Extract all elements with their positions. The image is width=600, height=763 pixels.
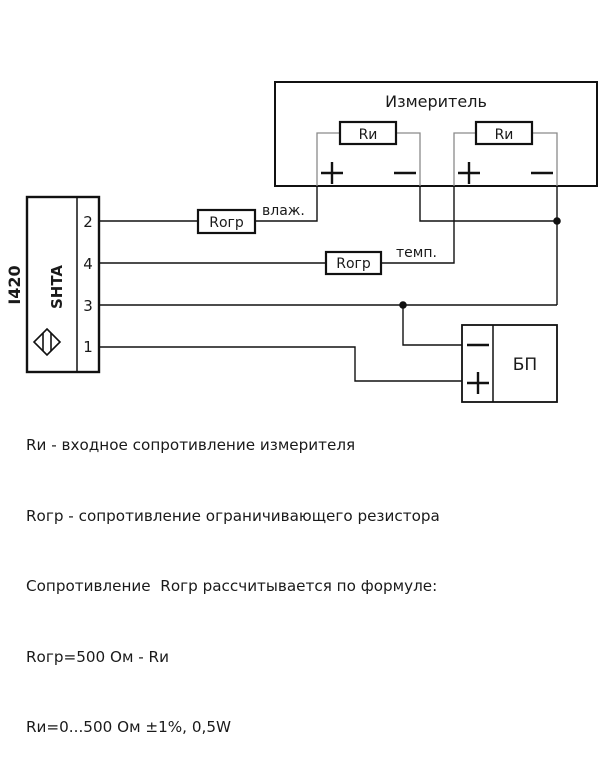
meter-channel-1-inner-wire xyxy=(396,132,421,186)
meter-channel-1-resistor-label: Rи xyxy=(359,127,378,143)
signal-temperature-label: темп. xyxy=(396,245,437,261)
power-supply-box xyxy=(461,324,558,403)
power-supply-label: БП xyxy=(513,355,537,375)
meter-channel-2-plus-icon xyxy=(458,162,480,184)
limit-resistor-humidity xyxy=(196,208,257,235)
wiring-diagram: Измеритель Rи Rи I420 SHTA 2 4 3 1 xyxy=(5,81,598,403)
limit-resistor-temperature xyxy=(324,250,383,276)
wire-temperature xyxy=(381,186,455,264)
wire-psu-plus xyxy=(99,346,462,382)
meter-channel-2-resistor-label: Rи xyxy=(495,127,514,143)
junction-dot xyxy=(399,301,407,309)
sensor-diamond-icon xyxy=(32,327,62,357)
wire-humidity xyxy=(255,186,318,222)
wire-psu-minus xyxy=(402,305,462,346)
note-line: Rогр=500 Ом - Rи xyxy=(26,647,169,666)
signal-humidity-label: влаж. xyxy=(262,203,305,219)
sensor-pin-4: 4 xyxy=(83,255,93,273)
note-line: Rи - входное сопротивление измерителя xyxy=(26,436,356,454)
sensor-box xyxy=(25,195,101,374)
sensor-name: SHTA xyxy=(48,265,66,309)
sensor-pin-1: 1 xyxy=(83,338,93,356)
sensor-pin-3: 3 xyxy=(83,297,93,315)
meter-channel-2-resistor xyxy=(474,120,534,146)
meter-channel-1-inner-wire xyxy=(316,132,340,186)
note-line: Сопротивление Rогр рассчитывается по фор… xyxy=(26,577,438,595)
meter-channel-1-resistor xyxy=(338,120,398,146)
meter-title: Измеритель xyxy=(385,92,487,111)
limit-resistor-temperature-label: Rогр xyxy=(336,256,371,272)
note-line: Rогр - сопротивление ограничивающего рез… xyxy=(26,506,440,525)
meter-box xyxy=(274,81,598,187)
notes: Rи - входное сопротивление измерителя Rо… xyxy=(26,387,440,763)
meter-channel-2-inner-wire xyxy=(532,132,558,186)
meter-channel-2-inner-wire xyxy=(453,132,476,186)
meter-channel-1-plus-icon xyxy=(321,162,343,184)
wire-meter-common xyxy=(419,186,557,222)
power-supply-plus-icon xyxy=(467,372,489,394)
note-line: Rи=0...500 Ом ±1%, 0,5W xyxy=(26,718,231,736)
junction-dot xyxy=(553,217,561,225)
limit-resistor-humidity-label: Rогр xyxy=(209,215,244,231)
sensor-model: I420 xyxy=(5,265,24,304)
sensor-pin-2: 2 xyxy=(83,213,93,231)
